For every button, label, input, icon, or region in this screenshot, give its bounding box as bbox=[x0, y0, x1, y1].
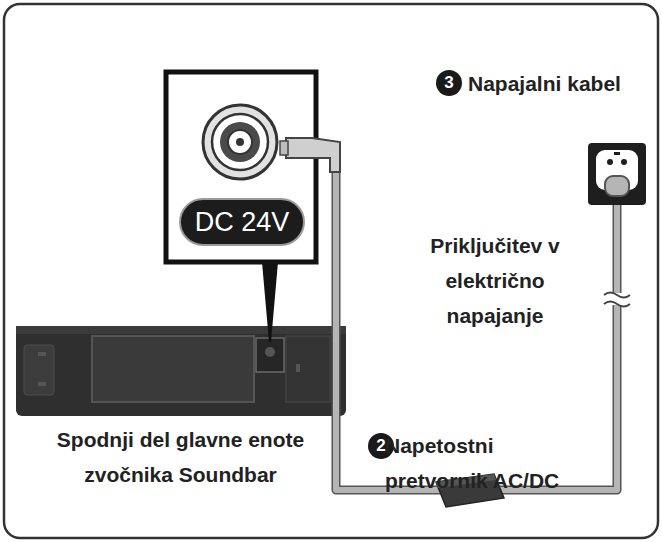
part-label: Napetostni pretvornik AC/DC bbox=[385, 428, 590, 498]
cable-break bbox=[604, 293, 630, 307]
part-label: Napajalni kabel bbox=[468, 66, 653, 101]
part-label: Spodnji del glavne enote zvočnika Soundb… bbox=[28, 422, 333, 492]
dc-plug-tip bbox=[280, 141, 288, 155]
dc-plug bbox=[286, 138, 340, 172]
voltage-badge: DC 24V bbox=[179, 198, 305, 246]
soundbar-body bbox=[16, 326, 346, 416]
part-label: Priključitev v električno napajanje bbox=[405, 228, 585, 333]
inset-frame bbox=[166, 72, 316, 262]
dc-jack bbox=[203, 105, 277, 179]
voltage-text: DC 24V bbox=[195, 207, 290, 238]
wall-outlet bbox=[588, 143, 646, 205]
callout-pointer bbox=[262, 262, 278, 342]
outer-frame bbox=[4, 4, 658, 538]
callout-number: 3 bbox=[436, 70, 462, 96]
